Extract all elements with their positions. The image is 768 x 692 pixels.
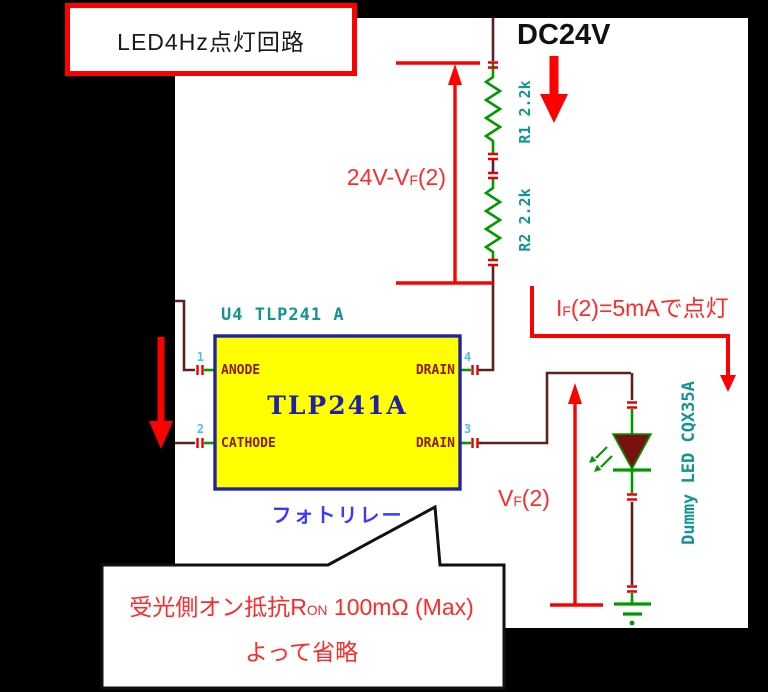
components <box>204 62 651 616</box>
pin2-number: 2 <box>196 422 204 436</box>
voltage-drop-label: 24V-VF(2) <box>346 164 446 190</box>
relay-refdes: U4 TLP241 A <box>221 305 345 325</box>
wire-pin1-left <box>175 299 195 372</box>
red-annotations <box>157 56 730 607</box>
mark-led-top <box>627 401 637 409</box>
dummy-led-label: Dummy LED CQX35A <box>679 381 699 545</box>
dc24v-label: DC24V <box>517 19 611 51</box>
ground-dot <box>629 620 635 626</box>
mark-r2-bottom <box>488 258 498 267</box>
title-label: LED4Hz点灯回路 <box>117 28 305 55</box>
led-triangle <box>611 433 653 471</box>
pin2-label: CATHODE <box>221 436 276 451</box>
mark-led-bottom <box>627 493 637 501</box>
resistor-r2-symbol <box>483 179 503 259</box>
resistor-r1-label: R1 2.2k <box>516 80 534 144</box>
mark-pin1 <box>196 365 204 375</box>
mark-pin4 <box>471 365 479 375</box>
junction-marks <box>196 61 637 593</box>
mark-supply <box>488 61 498 69</box>
pin1-label: ANODE <box>221 363 261 378</box>
led-light-arrowhead-2 <box>594 464 602 472</box>
mark-pin2 <box>196 438 204 448</box>
dc24v-arrowhead <box>540 94 568 123</box>
mark-r1-bottom <box>488 152 498 161</box>
if-arrowhead-down <box>720 375 736 392</box>
dimvf-arrowhead-up <box>568 383 582 404</box>
callout-line1: 受光側オン抵抗RON 100mΩ (Max) <box>129 594 474 620</box>
pin4-number: 4 <box>464 350 472 364</box>
mark-pin3 <box>471 438 479 448</box>
left-arrowhead <box>149 421 173 449</box>
relay-body <box>213 334 462 491</box>
pin3-number: 3 <box>464 422 472 436</box>
title-box: LED4Hz点灯回路 <box>65 3 357 76</box>
if-leader <box>530 286 730 382</box>
led-light-arrow-1 <box>595 446 608 459</box>
vf-annotation: VF(2) <box>498 485 550 511</box>
led-light-arrowhead-1 <box>589 455 597 463</box>
relay-caption: フォトリレー <box>271 505 404 527</box>
wire-r2-to-pin4 <box>478 266 495 372</box>
led-light-arrow-2 <box>600 455 613 468</box>
mark-r2-top <box>488 171 498 180</box>
pin1-number: 1 <box>196 350 204 364</box>
callout-line2: よって省略 <box>244 639 359 665</box>
mark-ground <box>627 585 637 593</box>
schematic-sheet <box>175 18 748 628</box>
if-annotation: IF(2)=5mAで点灯 <box>556 295 729 321</box>
wire-pin3-to-led <box>478 371 631 445</box>
dim24-arrowhead-up <box>448 64 462 85</box>
relay-part-name: TLP241A <box>267 391 408 420</box>
resistor-r1-symbol <box>483 62 503 153</box>
callout-bubble <box>100 504 506 690</box>
pin4-label: DRAIN <box>415 363 455 378</box>
resistor-r2-label: R2 2.2k <box>516 188 534 252</box>
pin3-label: DRAIN <box>415 436 455 451</box>
wires <box>175 18 634 585</box>
